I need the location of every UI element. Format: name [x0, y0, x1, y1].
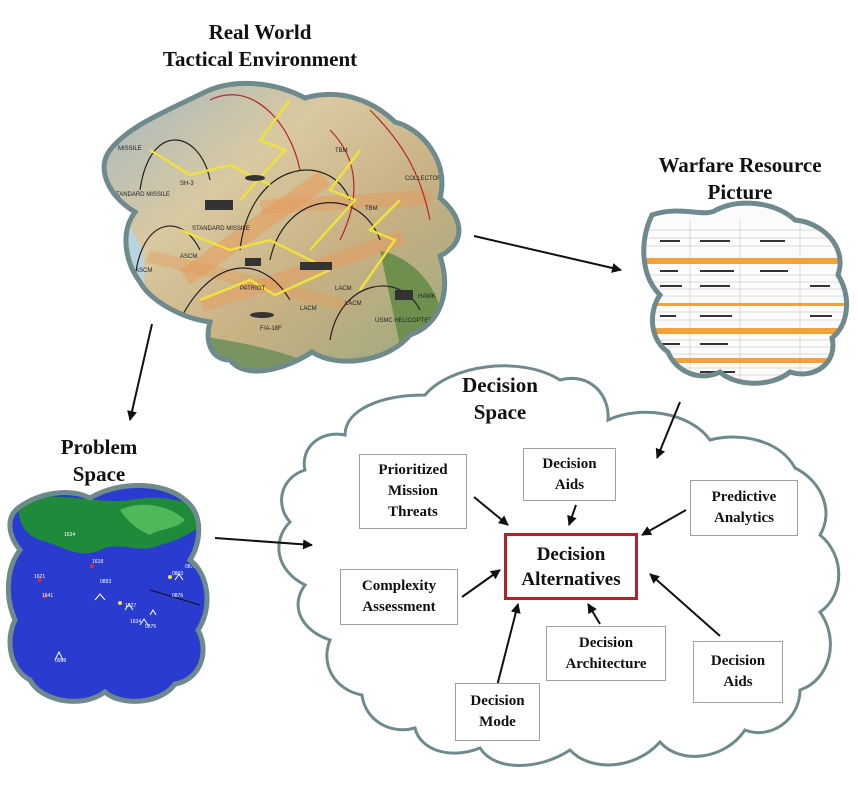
- title-line: Picture: [707, 180, 773, 204]
- box-line: Decision: [470, 693, 525, 709]
- problem-map-label: 0876: [172, 593, 183, 599]
- arrow-tactical-to-resource: [473, 235, 622, 273]
- tactical-map-label: LACM: [335, 286, 352, 292]
- tactical-map-label: ASCM: [135, 268, 152, 274]
- box-line: Aids: [723, 674, 753, 690]
- title-real-world-tactical-environment: Real World Tactical Environment: [120, 19, 400, 73]
- arrow-predictive-to-center: [641, 509, 687, 536]
- arrow-threats-to-center: [473, 496, 509, 526]
- title-line: Problem: [60, 435, 138, 459]
- title-line: Warfare Resource: [658, 153, 822, 177]
- problem-map-label: 1621: [34, 574, 45, 580]
- tactical-map-label: MISSILE: [118, 146, 142, 152]
- title-line: Tactical Environment: [162, 47, 358, 71]
- problem-map-label: 1634: [130, 619, 141, 625]
- arrow-complexity-to-center: [461, 569, 501, 598]
- flow-arrows: [127, 235, 721, 691]
- title-warfare-resource-picture: Warfare Resource Picture: [640, 152, 840, 206]
- tactical-map-label: F/A-18F: [260, 326, 282, 332]
- box-line: Decision: [536, 543, 606, 565]
- box-predictive-analytics: Predictive Analytics: [690, 480, 798, 536]
- box-decision-architecture: Decision Architecture: [546, 626, 666, 681]
- problem-map-label: 1618: [92, 559, 103, 565]
- arrow-aids-bottom-to-center: [649, 573, 721, 637]
- arrow-tactical-to-problem: [127, 323, 153, 421]
- problem-map-label: 0878: [185, 564, 196, 570]
- box-decision-aids-top: Decision Aids: [523, 448, 616, 501]
- box-line: Assessment: [362, 599, 436, 615]
- tactical-map-label: PATRIOT: [240, 286, 265, 292]
- box-decision-alternatives: Decision Alternatives: [504, 533, 638, 600]
- tactical-map-label: STANDARD MISSILE: [112, 192, 170, 198]
- box-line: Decision: [542, 455, 597, 472]
- title-line: Real World: [208, 20, 312, 44]
- box-line: Architecture: [565, 655, 647, 672]
- box-line: Complexity: [361, 578, 437, 594]
- arrow-architecture-to-center: [587, 603, 601, 625]
- box-line: Alternatives: [521, 568, 621, 590]
- box-line: Mission: [387, 483, 438, 499]
- problem-map-label: 0876: [145, 624, 156, 630]
- box-decision-mode: Decision Mode: [455, 683, 540, 741]
- tactical-map-label: STANDARD MISSILE: [192, 226, 250, 232]
- tactical-map-label: COLLECTORS: [405, 176, 446, 182]
- arrow-mode-to-center: [495, 603, 521, 691]
- tactical-map-label: ASCM: [180, 254, 197, 260]
- problem-map-label: 0893: [100, 579, 111, 585]
- box-line: Predictive: [711, 489, 777, 505]
- tactical-map-label: LACM: [300, 306, 317, 312]
- title-line: Space: [473, 400, 527, 424]
- tactical-map-label: SH-3: [180, 181, 194, 187]
- box-line: Mode: [479, 714, 516, 730]
- arrow-aids-top-to-center: [567, 504, 577, 526]
- box-line: Decision: [710, 653, 766, 669]
- problem-map-label: 1641: [42, 593, 53, 599]
- box-prioritized-mission-threats: Prioritized Mission Threats: [359, 454, 467, 529]
- tactical-map-label: TBM: [365, 206, 378, 212]
- box-line: Threats: [388, 504, 438, 520]
- warfare-resource-sheet: [641, 200, 850, 386]
- title-decision-space: Decision Space: [440, 372, 560, 426]
- box-line: Aids: [554, 476, 585, 493]
- arrow-problem-to-decision: [214, 537, 313, 550]
- problem-map-label: 0803: [172, 571, 183, 577]
- arrow-resource-to-decision: [655, 401, 681, 459]
- title-problem-space: Problem Space: [44, 434, 154, 488]
- title-line: Decision: [462, 373, 538, 397]
- problem-map-label: 1627: [125, 603, 136, 609]
- title-line: Space: [72, 462, 126, 486]
- tactical-map-label: USMC HELICOPTER: [375, 318, 433, 324]
- box-line: Decision: [578, 634, 634, 651]
- tactical-map-label: HAWK: [418, 294, 436, 300]
- problem-map-label: 1634: [64, 532, 75, 538]
- box-complexity-assessment: Complexity Assessment: [340, 569, 458, 625]
- tactical-map-label: LACM: [345, 301, 362, 307]
- box-line: Analytics: [714, 510, 774, 526]
- tactical-map-label: TBM: [335, 148, 348, 154]
- problem-map-label: 0998: [55, 658, 66, 664]
- box-decision-aids-bottom: Decision Aids: [693, 641, 783, 703]
- box-line: Prioritized: [378, 462, 448, 478]
